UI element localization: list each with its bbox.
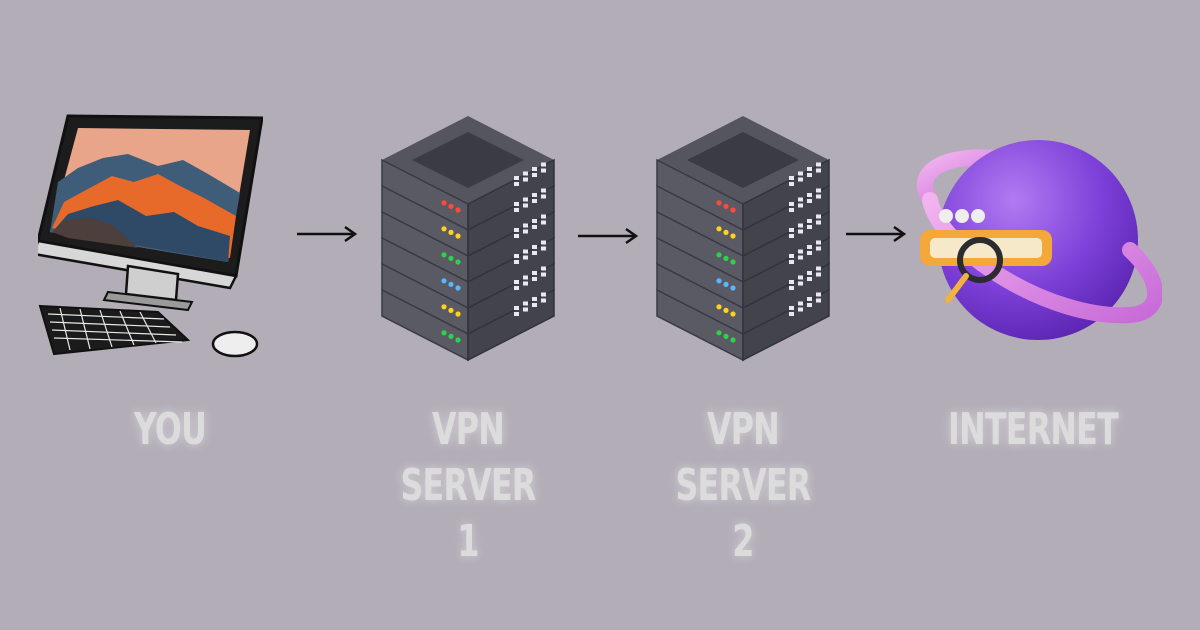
label-vpn-server-2: VPN SERVER 2 bbox=[675, 404, 811, 567]
server-rack-icon bbox=[381, 116, 555, 362]
internet-globe-icon bbox=[916, 140, 1162, 340]
arrow-server2-to-internet bbox=[846, 225, 907, 243]
server-rack-icon bbox=[656, 116, 830, 362]
arrow-you-to-server1 bbox=[297, 225, 358, 243]
label-you: YOU bbox=[133, 404, 207, 455]
desktop-computer-icon bbox=[38, 114, 263, 358]
label-internet: INTERNET bbox=[948, 404, 1119, 455]
arrow-server1-to-server2 bbox=[578, 227, 639, 245]
label-vpn-server-1: VPN SERVER 1 bbox=[400, 404, 536, 567]
